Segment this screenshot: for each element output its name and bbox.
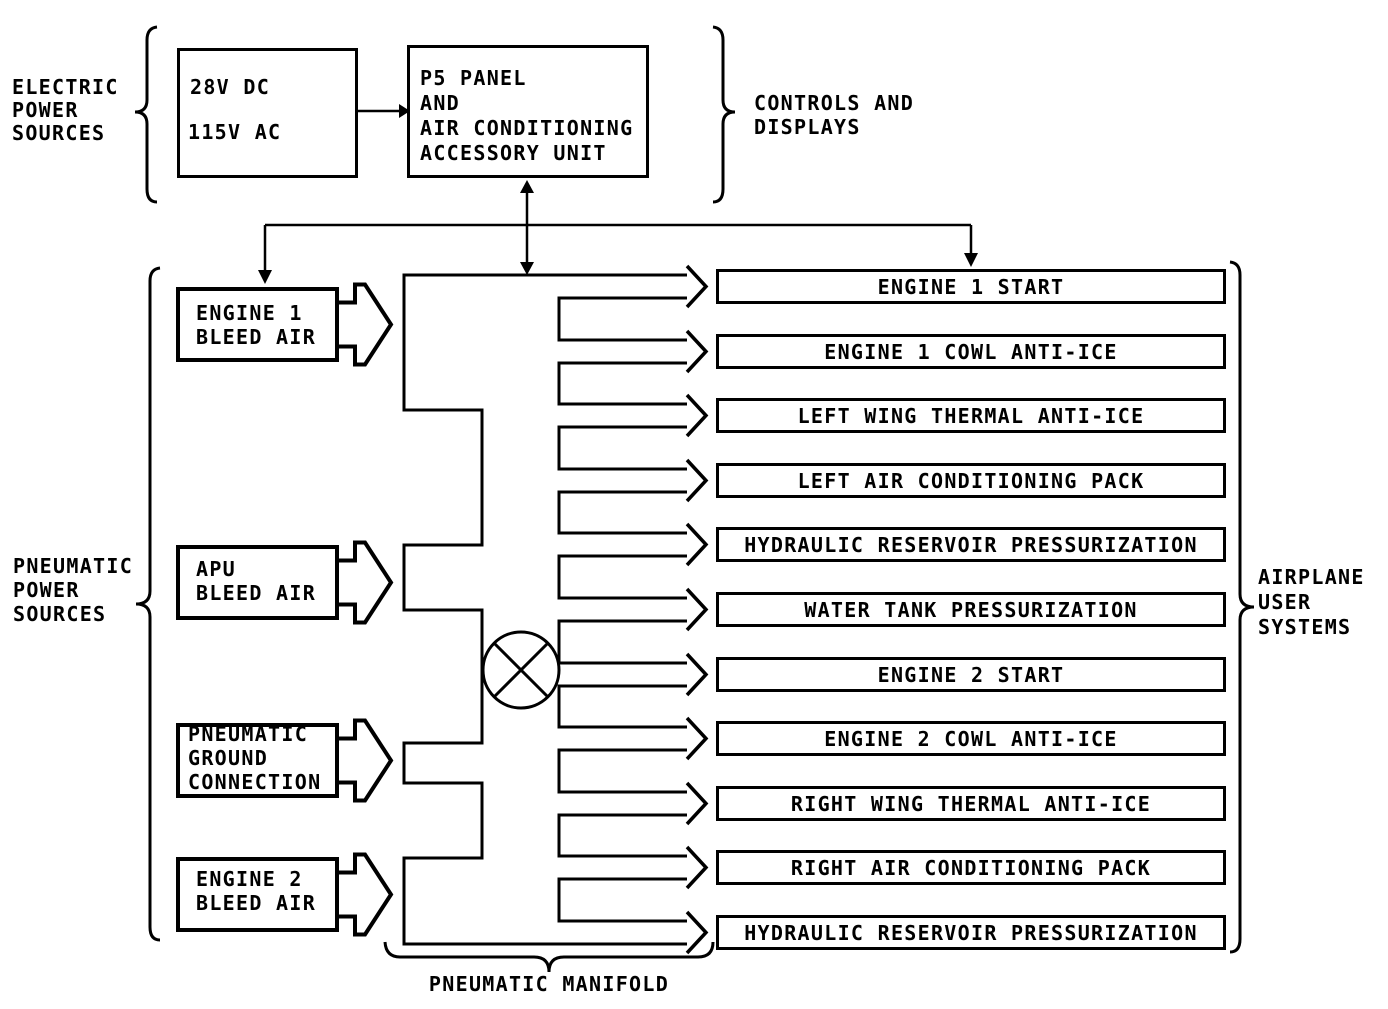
user-system-box-hydraulic-reservoir-pressurization-2: HYDRAULIC RESERVOIR PRESSURIZATION xyxy=(716,915,1226,950)
branch-arrowhead xyxy=(685,845,709,890)
controls-and-displays-label: CONTROLS AND DISPLAYS xyxy=(754,91,915,139)
branch-arrowhead xyxy=(685,781,709,826)
electric-to-p5-arrow xyxy=(358,104,410,118)
engine2-bleed-arrow xyxy=(337,852,394,937)
pneumatic-ground-connection-label: PNEUMATIC GROUND CONNECTION xyxy=(188,722,322,794)
apu-bleed-arrow xyxy=(337,540,394,625)
user-system-box-engine-1-start: ENGINE 1 START xyxy=(716,269,1226,304)
engine2-bleed-air-label: ENGINE 2 BLEED AIR xyxy=(196,867,317,915)
user-system-box-right-air-conditioning-pack: RIGHT AIR CONDITIONING PACK xyxy=(716,850,1226,885)
user-system-box-left-air-conditioning-pack: LEFT AIR CONDITIONING PACK xyxy=(716,463,1226,498)
pneumatic-sources-brace xyxy=(135,266,161,942)
p5-manifold-bidirectional-arrow xyxy=(520,180,534,275)
branch-arrowhead xyxy=(685,329,709,374)
electric-sources-brace xyxy=(134,25,158,204)
pneumatic-power-sources-label: PNEUMATIC POWER SOURCES xyxy=(13,554,134,626)
ground-connection-arrow xyxy=(337,718,394,803)
p5-panel-box-label: P5 PANEL AND AIR CONDITIONING ACCESSORY … xyxy=(420,66,634,165)
branch-arrowhead xyxy=(685,522,709,567)
manifold-outline xyxy=(402,273,687,946)
user-system-box-water-tank-pressurization: WATER TANK PRESSURIZATION xyxy=(716,592,1226,627)
user-system-box-engine-1-cowl-anti-ice: ENGINE 1 COWL ANTI-ICE xyxy=(716,334,1226,369)
user-system-box-engine-2-start: ENGINE 2 START xyxy=(716,657,1226,692)
branch-arrowhead xyxy=(685,716,709,761)
manifold-branch-stubs xyxy=(557,296,687,923)
engine1-bleed-arrow xyxy=(337,282,394,367)
user-system-box-engine-2-cowl-anti-ice: ENGINE 2 COWL ANTI-ICE xyxy=(716,721,1226,756)
controls-displays-brace xyxy=(712,25,736,204)
branch-arrowhead xyxy=(685,393,709,438)
branch-arrowhead xyxy=(685,910,709,955)
controls-distribution-line xyxy=(258,223,978,284)
user-system-box-hydraulic-reservoir-pressurization-1: HYDRAULIC RESERVOIR PRESSURIZATION xyxy=(716,527,1226,562)
branch-arrowhead xyxy=(685,652,709,697)
pneumatic-manifold-brace xyxy=(383,941,715,973)
electric-input-28vdc: 28V DC xyxy=(190,75,271,99)
pneumatic-manifold-label: PNEUMATIC MANIFOLD xyxy=(428,972,670,996)
electric-input-115vac: 115V AC xyxy=(188,120,282,144)
pneumatic-ground-connection-box xyxy=(176,723,339,798)
electric-power-sources-label: ELECTRIC POWER SOURCES xyxy=(12,75,119,145)
electric-sources-box xyxy=(177,48,358,178)
branch-arrowhead xyxy=(685,587,709,632)
branch-arrowheads xyxy=(685,264,709,955)
engine2-bleed-air-box xyxy=(176,857,339,932)
airplane-user-systems-brace xyxy=(1229,260,1255,954)
apu-bleed-air-label: APU BLEED AIR xyxy=(196,557,317,605)
user-system-box-left-wing-thermal-anti-ice: LEFT WING THERMAL ANTI-ICE xyxy=(716,398,1226,433)
p5-panel-box xyxy=(407,45,649,178)
engine1-bleed-air-box xyxy=(176,287,339,362)
source-block-arrows xyxy=(337,282,394,937)
branch-arrowhead xyxy=(685,264,709,309)
apu-bleed-air-box xyxy=(176,545,339,620)
engine1-bleed-air-label: ENGINE 1 BLEED AIR xyxy=(196,301,317,349)
branch-arrowhead xyxy=(685,458,709,503)
isolation-valve-icon xyxy=(480,610,561,743)
airplane-user-systems-label: AIRPLANE USER SYSTEMS xyxy=(1258,565,1365,639)
user-system-box-right-wing-thermal-anti-ice: RIGHT WING THERMAL ANTI-ICE xyxy=(716,786,1226,821)
